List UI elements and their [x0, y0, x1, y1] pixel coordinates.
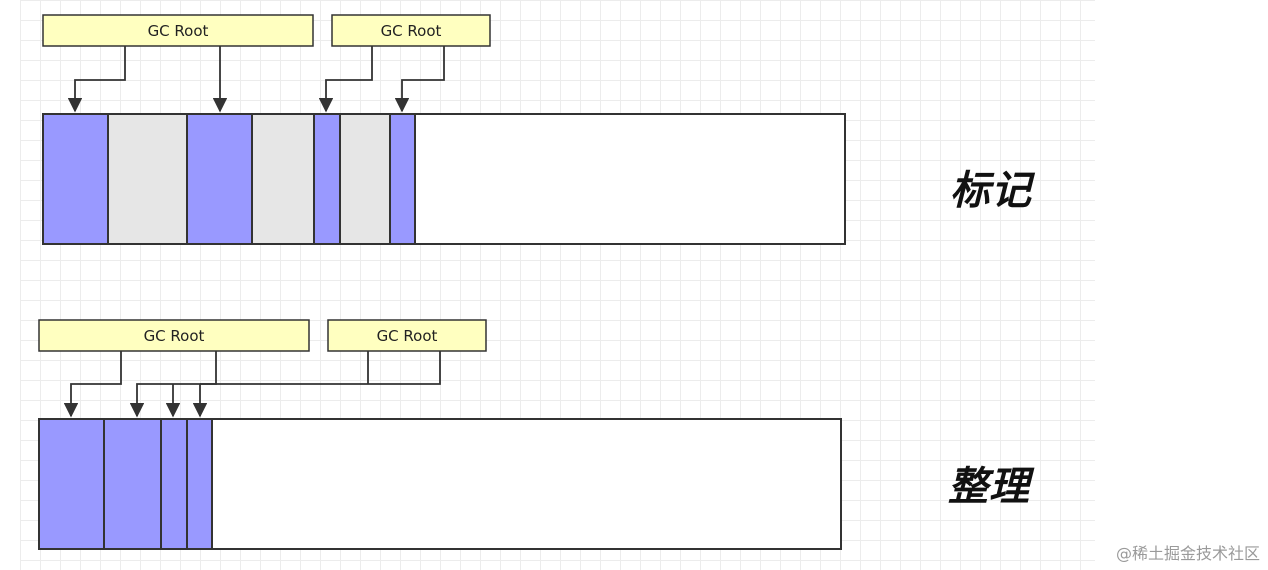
compact-block-4 [186, 418, 213, 550]
mark-reference-arrow-4 [394, 46, 445, 113]
compact-reference-arrow-1 [63, 351, 122, 418]
mark-section-title: 标记 [950, 168, 1032, 214]
compact-section-title: 整理 [948, 464, 1030, 510]
compact-reference-arrow-2 [129, 351, 217, 418]
mark-block-1 [42, 113, 109, 245]
mark-memory-bar [42, 113, 846, 245]
mark-gc-root-2: GC Root [331, 14, 491, 47]
compact-gc-root-1-label: GC Root [144, 327, 205, 345]
mark-gc-root-1-label: GC Root [148, 22, 209, 40]
compact-section: GC Root GC Root [38, 319, 842, 550]
compact-gc-root-2-label: GC Root [377, 327, 438, 345]
compact-block-3 [160, 418, 188, 550]
mark-block-2 [107, 113, 188, 245]
mark-gc-root-2-label: GC Root [381, 22, 442, 40]
mark-block-8 [414, 113, 846, 245]
mark-reference-arrow-3 [318, 46, 373, 113]
compact-memory-bar [38, 418, 842, 550]
mark-reference-arrow-1 [67, 46, 126, 113]
compact-block-2 [103, 418, 162, 550]
compact-block-5 [211, 418, 842, 550]
mark-block-3 [186, 113, 253, 245]
mark-block-7 [389, 113, 416, 245]
mark-block-6 [339, 113, 391, 245]
compact-reference-connector [200, 351, 441, 385]
mark-block-4 [251, 113, 315, 245]
compact-gc-root-1: GC Root [38, 319, 310, 352]
compact-gc-root-2: GC Root [327, 319, 487, 352]
mark-section: GC Root GC Root [42, 14, 846, 245]
watermark: @稀土掘金技术社区 [1115, 544, 1260, 563]
mark-block-5 [313, 113, 341, 245]
mark-gc-root-1: GC Root [42, 14, 314, 47]
compact-block-1 [38, 418, 105, 550]
